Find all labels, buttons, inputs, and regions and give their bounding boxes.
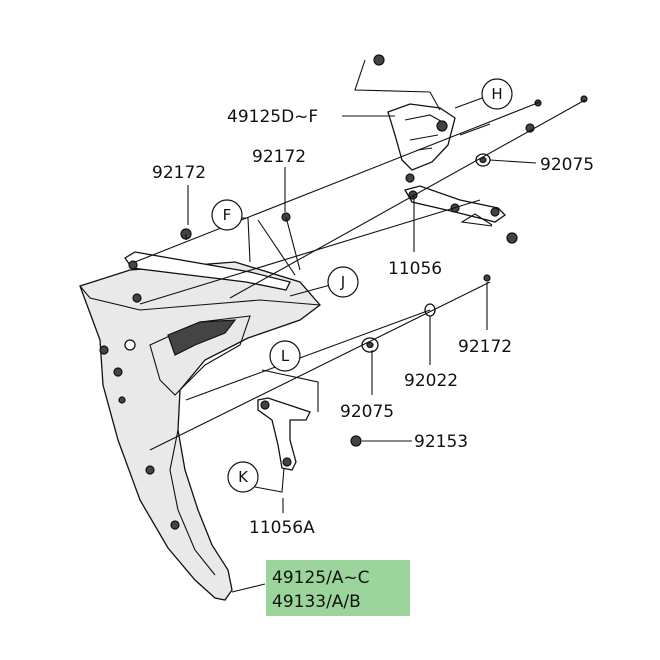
- label-49125A-C: 49125/A~C: [272, 568, 370, 588]
- screw-head-upper-b: [580, 95, 588, 103]
- upper-mount-bracket: [387, 103, 456, 171]
- label-92075-upper: 92075: [540, 155, 594, 175]
- callout-H: H: [481, 78, 513, 110]
- svg-text:L: L: [281, 347, 290, 365]
- bracket-11056-hole-right: [490, 207, 500, 217]
- fairing-panel: [79, 261, 321, 601]
- assembly-axis-lines: [134, 99, 586, 451]
- svg-text:H: H: [491, 85, 502, 103]
- svg-text:F: F: [223, 206, 232, 224]
- svg-text:J: J: [340, 273, 345, 291]
- top-grommet: [373, 54, 385, 66]
- label-92172-left: 92172: [152, 163, 206, 183]
- callout-J: J: [327, 266, 359, 298]
- callout-K: K: [227, 461, 259, 493]
- label-11056A: 11056A: [249, 518, 315, 538]
- label-92172-center: 92172: [252, 147, 306, 167]
- washer-92075-lower-hole: [366, 341, 374, 349]
- bracket-11056A-hole-bottom: [282, 457, 292, 467]
- bracket-11056A-hole-top: [260, 400, 270, 410]
- panel-fasteners: [99, 260, 180, 530]
- bolt-92172-right: [483, 274, 491, 282]
- label-92022: 92022: [404, 371, 458, 391]
- part-number-highlight: [266, 560, 410, 616]
- fairing-upper-lip: [79, 285, 321, 311]
- svg-text:K: K: [238, 468, 249, 486]
- label-92172-right: 92172: [458, 337, 512, 357]
- nut-92153: [350, 435, 362, 447]
- bracket-11056-nut: [506, 232, 518, 244]
- fairing-vent-opening: [167, 319, 237, 356]
- leader-lines: [187, 59, 537, 593]
- upper-stay: [124, 251, 291, 291]
- label-49133A-B: 49133/A/B: [272, 592, 361, 612]
- label-92075-lower: 92075: [340, 402, 394, 422]
- upper-mount-bolt-hole: [436, 120, 448, 132]
- label-49125D-F: 49125D~F: [227, 107, 318, 127]
- bracket-11056A: [257, 397, 311, 471]
- label-11056: 11056: [388, 259, 442, 279]
- fairing-lower-curve: [169, 429, 216, 576]
- upper-mount-lower-nut: [405, 173, 415, 183]
- label-92153: 92153: [414, 432, 468, 452]
- callout-L: L: [269, 340, 301, 372]
- callout-F: F: [211, 199, 243, 231]
